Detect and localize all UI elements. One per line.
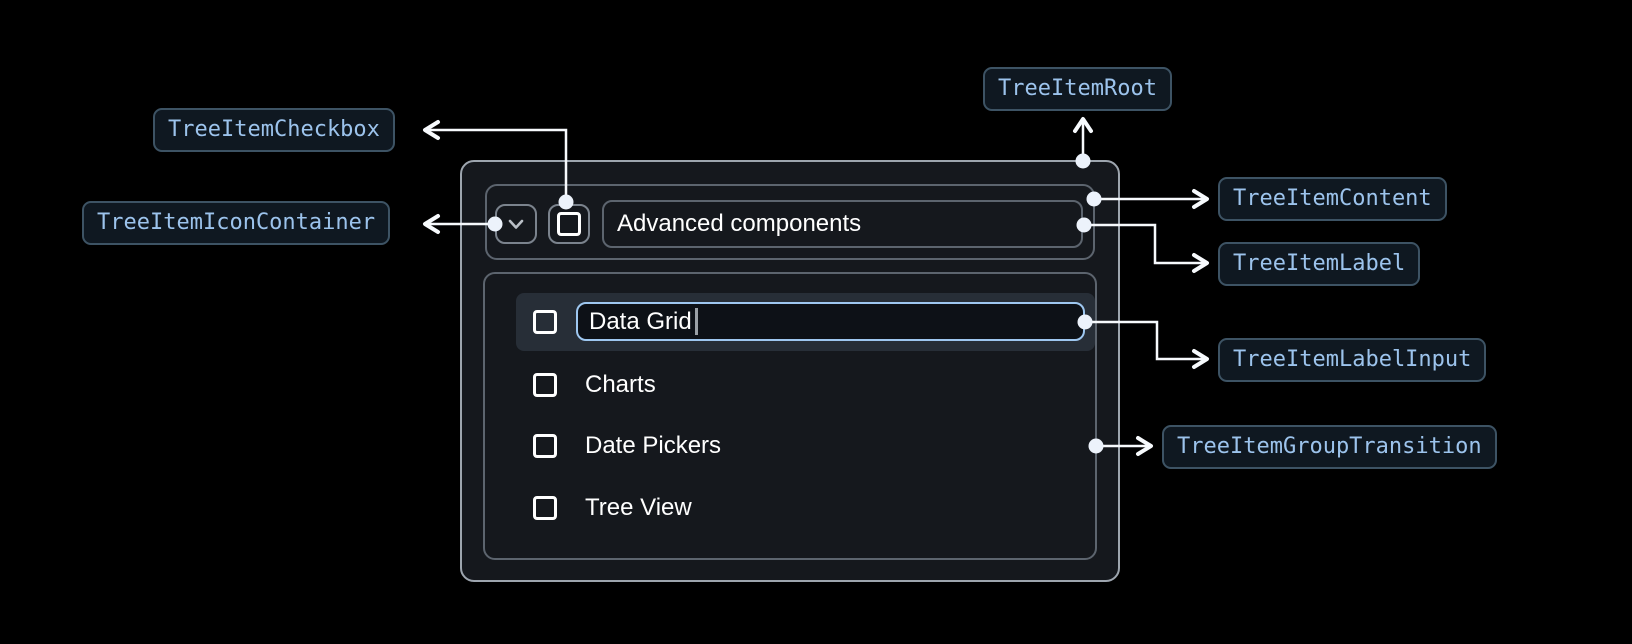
- annotation-tree-item-icon-container: TreeItemIconContainer: [82, 201, 391, 245]
- tree-item-content[interactable]: [485, 184, 1095, 260]
- checkbox-icon[interactable]: [533, 373, 557, 397]
- arrow-left-icon: [423, 120, 440, 140]
- tree-item-root: [460, 160, 1120, 582]
- text-caret: [694, 308, 698, 335]
- tree-item-group-transition: [483, 272, 1097, 560]
- arrow-up-icon: [1073, 117, 1093, 133]
- tree-item-label-input[interactable]: Data Grid: [576, 302, 1085, 341]
- tree-item-row-tree-view[interactable]: Tree View: [585, 494, 692, 521]
- arrow-right-icon: [1192, 253, 1209, 273]
- tree-item-checkbox[interactable]: [548, 204, 590, 244]
- checkbox-icon: [557, 212, 581, 236]
- arrow-right-icon: [1192, 189, 1209, 209]
- checkbox-icon[interactable]: [533, 310, 557, 334]
- annotation-tree-item-checkbox: TreeItemCheckbox: [153, 108, 395, 152]
- annotation-tree-item-label: TreeItemLabel: [1218, 242, 1421, 286]
- tree-item-label[interactable]: Advanced components: [602, 200, 1083, 248]
- annotation-tree-item-label-input: TreeItemLabelInput: [1218, 338, 1487, 382]
- arrow-right-icon: [1192, 349, 1209, 369]
- label-input-value: Data Grid: [589, 307, 692, 335]
- arrow-right-icon: [1136, 436, 1153, 456]
- checkbox-icon[interactable]: [533, 496, 557, 520]
- annotation-tree-item-root: TreeItemRoot: [983, 67, 1172, 111]
- tree-item-row-date-pickers[interactable]: Date Pickers: [585, 432, 722, 459]
- tree-item-icon-container[interactable]: [495, 204, 537, 244]
- annotation-tree-item-content: TreeItemContent: [1218, 177, 1447, 221]
- parent-label-text: Advanced components: [617, 210, 862, 237]
- arrow-left-icon: [423, 214, 440, 234]
- checkbox-icon[interactable]: [533, 434, 557, 458]
- chevron-down-icon: [508, 219, 524, 229]
- annotation-tree-item-group-transition: TreeItemGroupTransition: [1162, 425, 1497, 469]
- tree-item-row-charts[interactable]: Charts: [585, 371, 656, 398]
